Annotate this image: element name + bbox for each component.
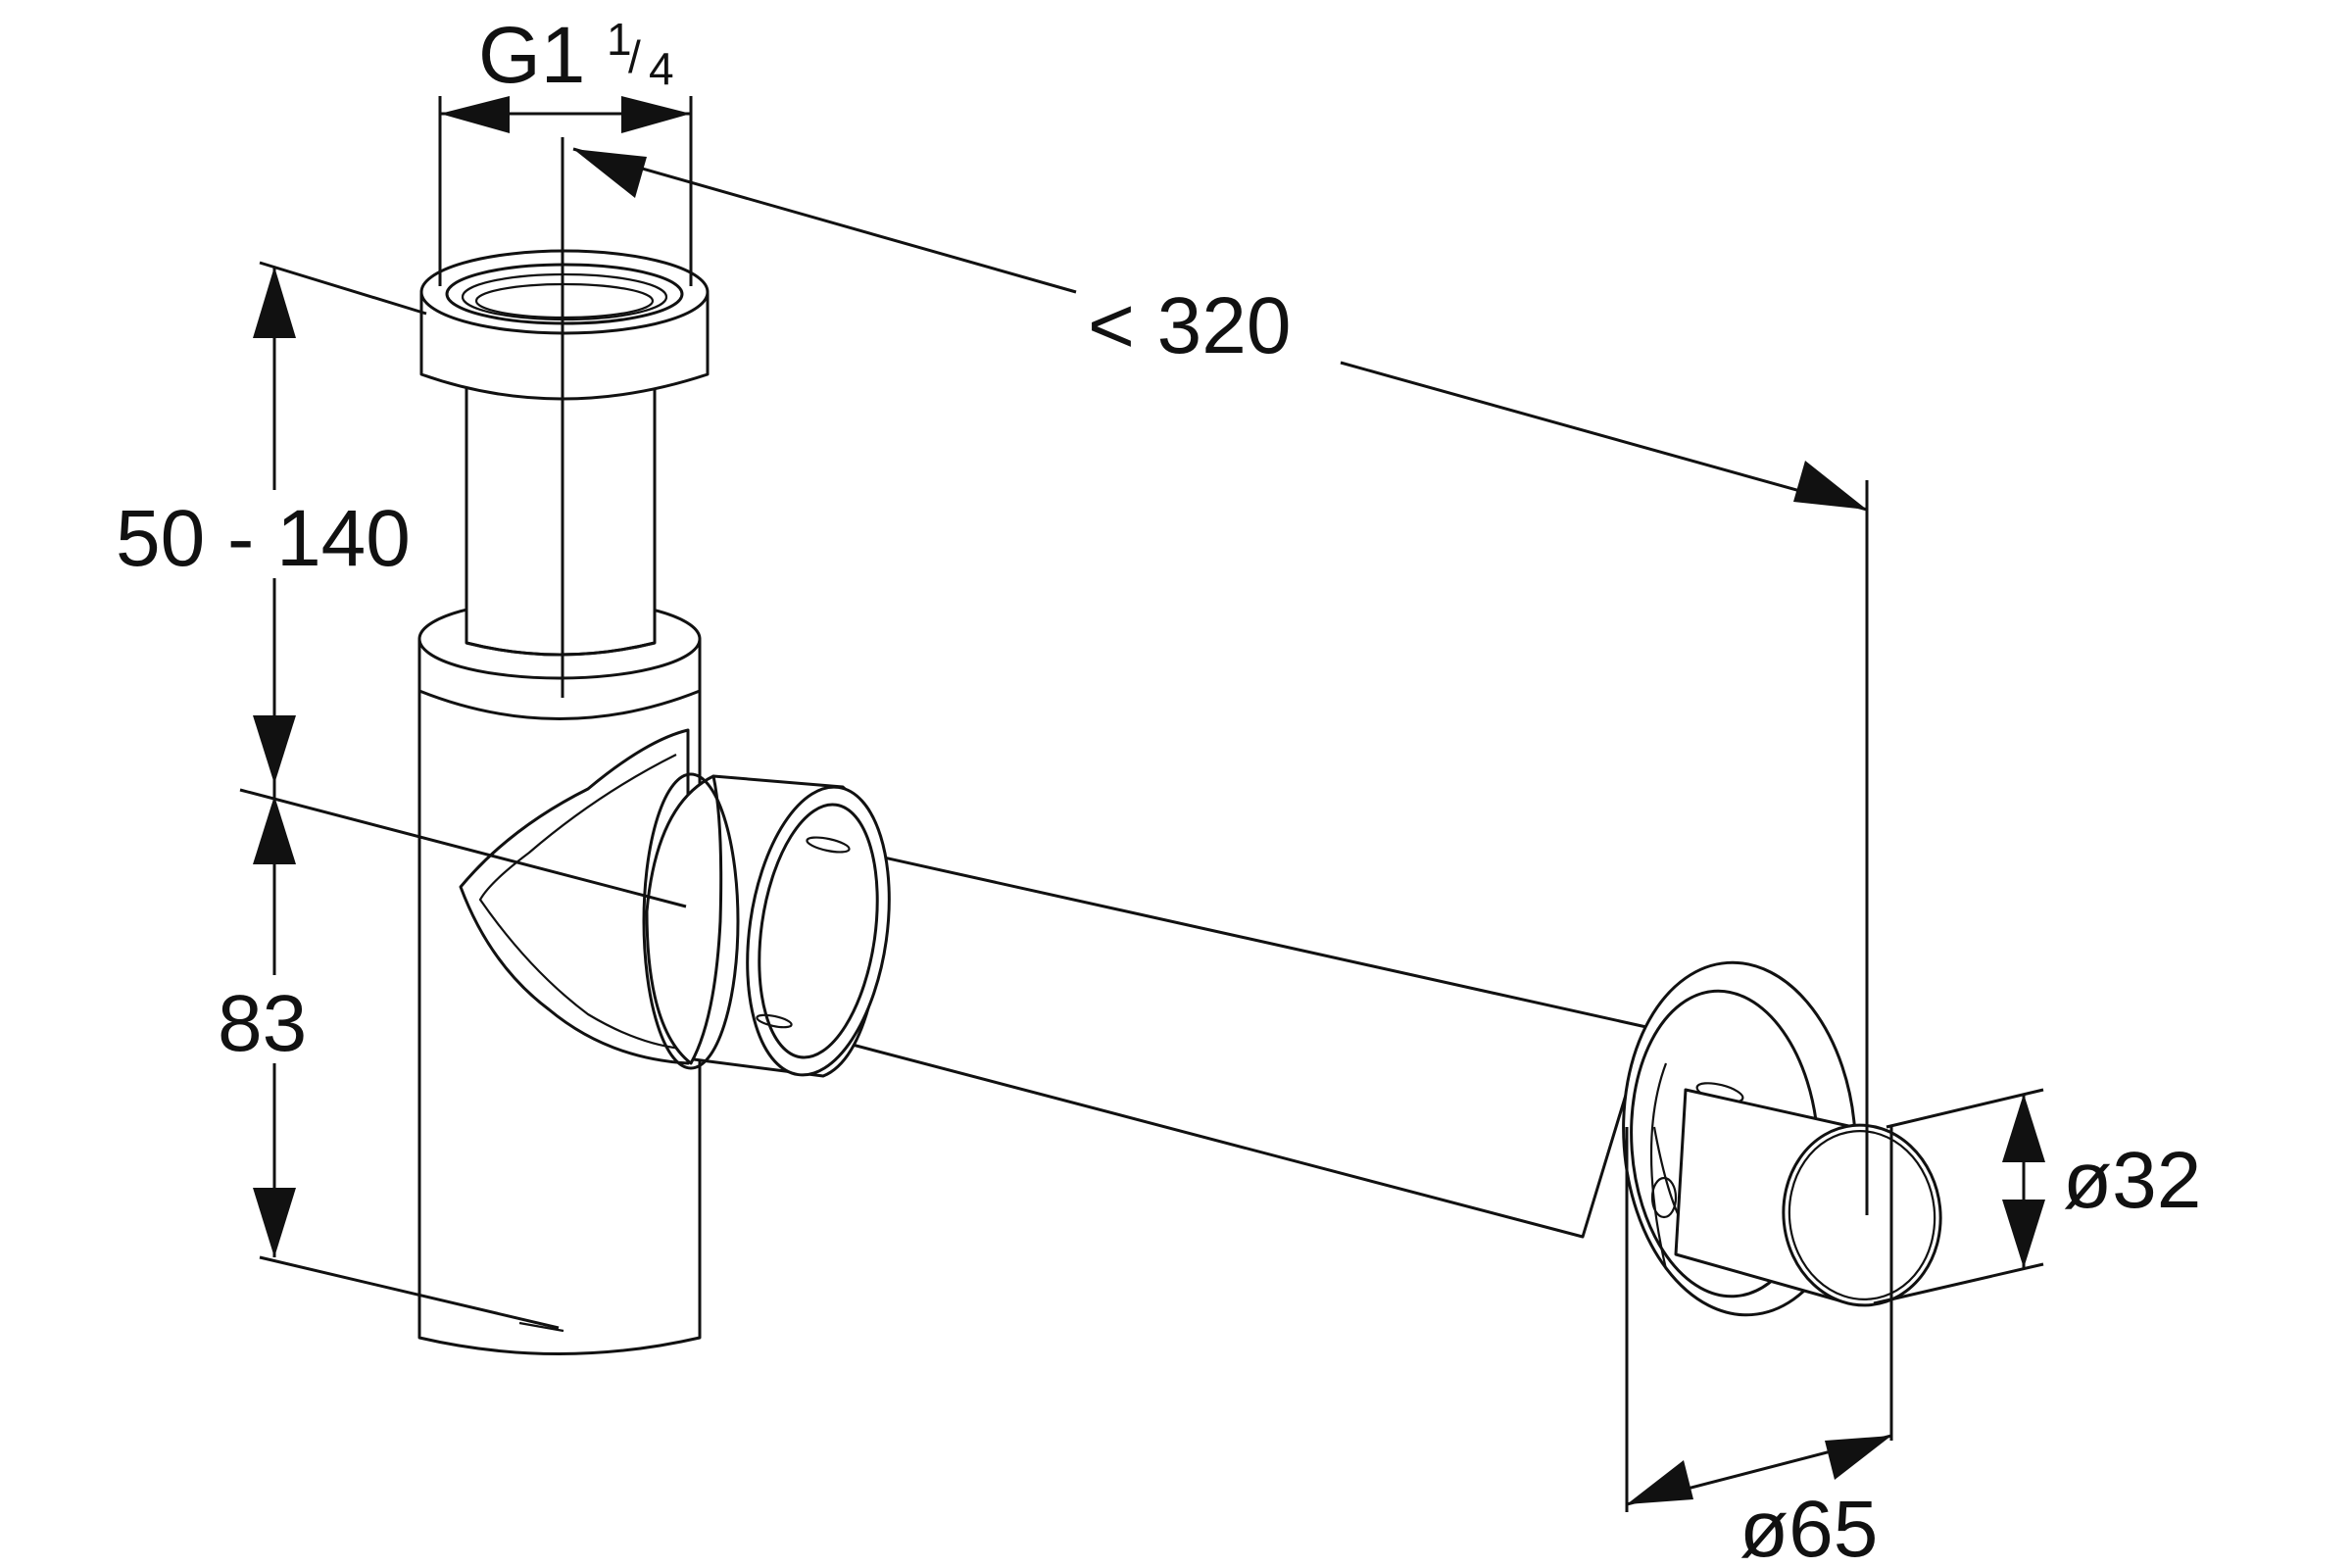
reach-dimension: < 320 (572, 147, 1869, 1215)
pipe-diameter-dimension: ø32 (1873, 1088, 2201, 1305)
dome-cap (459, 728, 690, 1065)
thread-label: G1 (478, 11, 585, 100)
top-nut (419, 249, 710, 401)
thread-dimension: G1 1 / 4 (438, 11, 693, 286)
thread-fraction-numerator: 1 (607, 14, 632, 65)
rosette-diameter-label: ø65 (1740, 1485, 1878, 1568)
height-range-label: 50 - 140 (116, 494, 411, 583)
thread-fraction-slash: / (628, 31, 641, 82)
outlet-pipe (772, 836, 1648, 1239)
rosette-diameter-dimension: ø65 (1625, 1127, 1893, 1568)
outlet-height-label: 83 (218, 979, 307, 1068)
height-dimensions: 50 - 140 83 (116, 261, 687, 1330)
pipe-coupling (642, 772, 891, 1078)
thread-fraction-denominator: 4 (649, 43, 674, 94)
reach-label: < 320 (1088, 281, 1291, 370)
tailpiece (465, 382, 657, 657)
pipe-diameter-label: ø32 (2063, 1136, 2201, 1225)
wall-pipe-end (1674, 1088, 1942, 1307)
